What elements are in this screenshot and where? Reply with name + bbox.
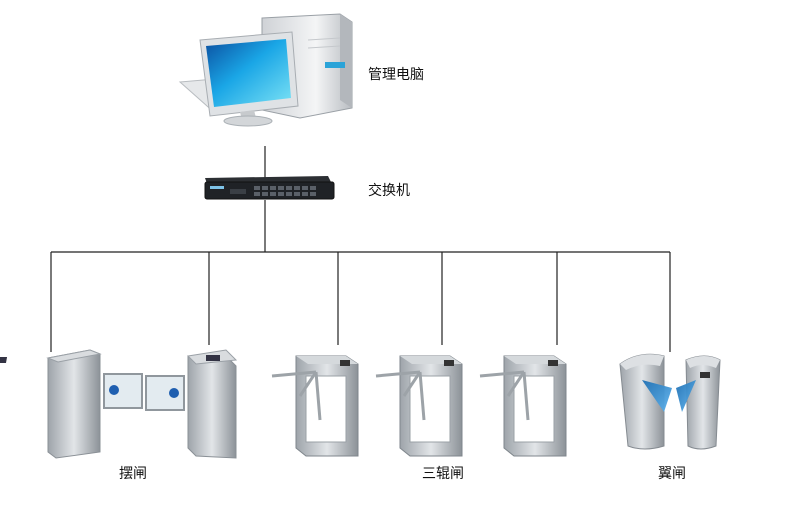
tripod-turnstile-label: 三辊闸 <box>422 466 464 482</box>
swing-gate-label: 摆闸 <box>119 466 147 482</box>
flap-barrier-label: 翼闸 <box>658 466 686 482</box>
connection-lines <box>50 146 671 352</box>
tripod-turnstile-icon <box>271 355 567 457</box>
tripod-turnstile-1 <box>271 355 359 457</box>
flap-barrier-icon <box>619 353 721 450</box>
swing-gate-icon <box>0 349 238 459</box>
tripod-turnstile-3 <box>479 355 567 457</box>
network-switch-icon <box>204 176 335 200</box>
computer-label: 管理电脑 <box>368 67 424 83</box>
desktop-computer-icon <box>178 13 353 127</box>
switch-label: 交换机 <box>368 182 410 199</box>
tripod-turnstile-2 <box>375 355 463 457</box>
